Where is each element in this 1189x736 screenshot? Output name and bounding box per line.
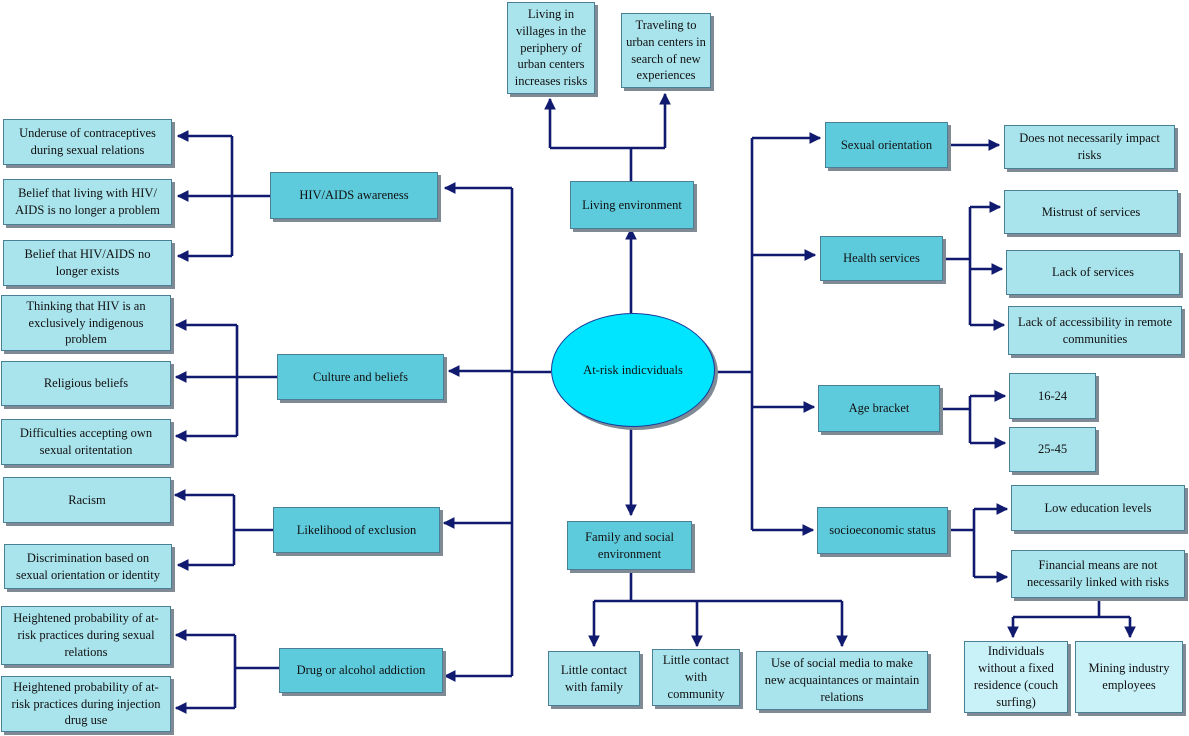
category-sexual-orientation: Sexual orientation: [825, 122, 948, 168]
category-label: HIV/AIDS awareness: [299, 188, 409, 203]
leaf-risk-sexual-relations: Heightened probability of at-risk practi…: [1, 606, 171, 665]
leaf-traveling-urban-centers: Traveling to urban centers in search of …: [621, 13, 711, 88]
leaf-discrimination-orientation: Discrimination based on sexual orientati…: [4, 544, 172, 589]
leaf-lack-accessibility: Lack of accessibility in remote communit…: [1008, 306, 1182, 355]
leaf-little-contact-community: Little contact with community: [652, 649, 740, 706]
leaf-little-contact-family: Little contact with family: [548, 651, 640, 706]
leaf-living-villages-periphery: Living in villages in the periphery of u…: [507, 2, 595, 94]
leaf-label: Heightened probability of at-risk practi…: [11, 679, 161, 728]
leaf-label: Discrimination based on sexual orientati…: [15, 550, 161, 582]
category-label: Likelihood of exclusion: [296, 522, 417, 537]
leaf-label: Heightened probability of at-risk practi…: [13, 611, 159, 659]
leaf-label: Lack of accessibility in remote communit…: [1017, 314, 1173, 346]
leaf-label: Mining industry employees: [1088, 661, 1170, 692]
leaf-hiv-no-longer-problem: Belief that living with HIV/ AIDS is no …: [3, 179, 172, 225]
category-drug-alcohol-addiction: Drug or alcohol addiction: [279, 648, 443, 693]
category-socioeconomic-status: socioeconomic status: [817, 507, 948, 554]
leaf-financial-means: Financial means are not necessarily link…: [1011, 550, 1185, 598]
leaf-label: Little contact with family: [560, 662, 628, 694]
category-label: Health services: [843, 251, 920, 266]
leaf-label: Use of social media to make new acquaint…: [764, 656, 920, 704]
leaf-mistrust-services: Mistrust of services: [1004, 190, 1178, 234]
category-label: Sexual orientation: [840, 137, 933, 152]
leaf-label: Racism: [68, 492, 106, 507]
leaf-hiv-indigenous-problem: Thinking that HIV is an exclusively indi…: [1, 295, 171, 351]
leaf-label: Underuse of contraceptives during sexual…: [19, 126, 156, 157]
leaf-lack-services: Lack of services: [1006, 250, 1180, 295]
leaf-label: Traveling to urban centers in search of …: [626, 17, 706, 83]
leaf-label: Lack of services: [1052, 265, 1134, 280]
leaf-label: Belief that living with HIV/ AIDS is no …: [15, 186, 160, 217]
leaf-accepting-orientation: Difficulties accepting own sexual oriten…: [1, 419, 171, 465]
category-culture-beliefs: Culture and beliefs: [277, 354, 444, 400]
leaf-orientation-no-impact: Does not necessarily impact risks: [1004, 125, 1175, 169]
leaf-mining-industry: Mining industry employees: [1075, 641, 1183, 713]
leaf-label: Thinking that HIV is an exclusively indi…: [26, 298, 146, 347]
central-node-label: At-risk indicviduals: [583, 362, 683, 377]
leaf-age-25-45: 25-45: [1009, 427, 1096, 472]
leaf-religious-beliefs: Religious beliefs: [1, 361, 171, 406]
leaf-label: Individuals without a fixed residence (c…: [973, 644, 1059, 709]
leaf-racism: Racism: [3, 477, 171, 523]
leaf-label: 16-24: [1038, 388, 1068, 403]
leaf-label: Little contact with community: [662, 653, 730, 701]
category-health-services: Health services: [820, 236, 943, 281]
leaf-label: Does not necessarily impact risks: [1019, 131, 1160, 162]
leaf-underuse-contraceptives: Underuse of contraceptives during sexual…: [3, 119, 172, 165]
leaf-social-media: Use of social media to make new acquaint…: [756, 651, 928, 710]
leaf-label: Living in villages in the periphery of u…: [514, 6, 588, 89]
category-label: Family and social environment: [585, 529, 674, 561]
category-label: Living environment: [582, 197, 682, 212]
category-living-environment: Living environment: [570, 181, 694, 229]
category-hiv-awareness: HIV/AIDS awareness: [270, 172, 438, 219]
category-label: Age bracket: [848, 401, 910, 416]
leaf-low-education: Low education levels: [1011, 485, 1185, 531]
central-node: At-risk indicviduals: [551, 313, 715, 427]
category-label: Drug or alcohol addiction: [296, 663, 426, 678]
category-label: Culture and beliefs: [312, 369, 409, 384]
leaf-label: 25-45: [1038, 442, 1068, 457]
category-label: socioeconomic status: [829, 523, 936, 538]
leaf-label: Low education levels: [1044, 500, 1152, 515]
leaf-age-16-24: 16-24: [1009, 373, 1096, 419]
leaf-label: Religious beliefs: [43, 376, 129, 391]
leaf-label: Belief that HIV/AIDS no longer exists: [24, 247, 151, 278]
leaf-hiv-no-longer-exists: Belief that HIV/AIDS no longer exists: [3, 240, 172, 286]
leaf-label: Mistrust of services: [1041, 204, 1141, 219]
leaf-no-fixed-residence: Individuals without a fixed residence (c…: [964, 641, 1068, 713]
category-likelihood-exclusion: Likelihood of exclusion: [273, 507, 440, 553]
leaf-risk-injection-drug-use: Heightened probability of at-risk practi…: [1, 676, 171, 732]
leaf-label: Financial means are not necessarily link…: [1027, 558, 1169, 589]
leaf-label: Difficulties accepting own sexual oriten…: [19, 426, 153, 457]
category-age-bracket: Age bracket: [818, 385, 940, 432]
category-family-social-environment: Family and social environment: [567, 521, 692, 570]
